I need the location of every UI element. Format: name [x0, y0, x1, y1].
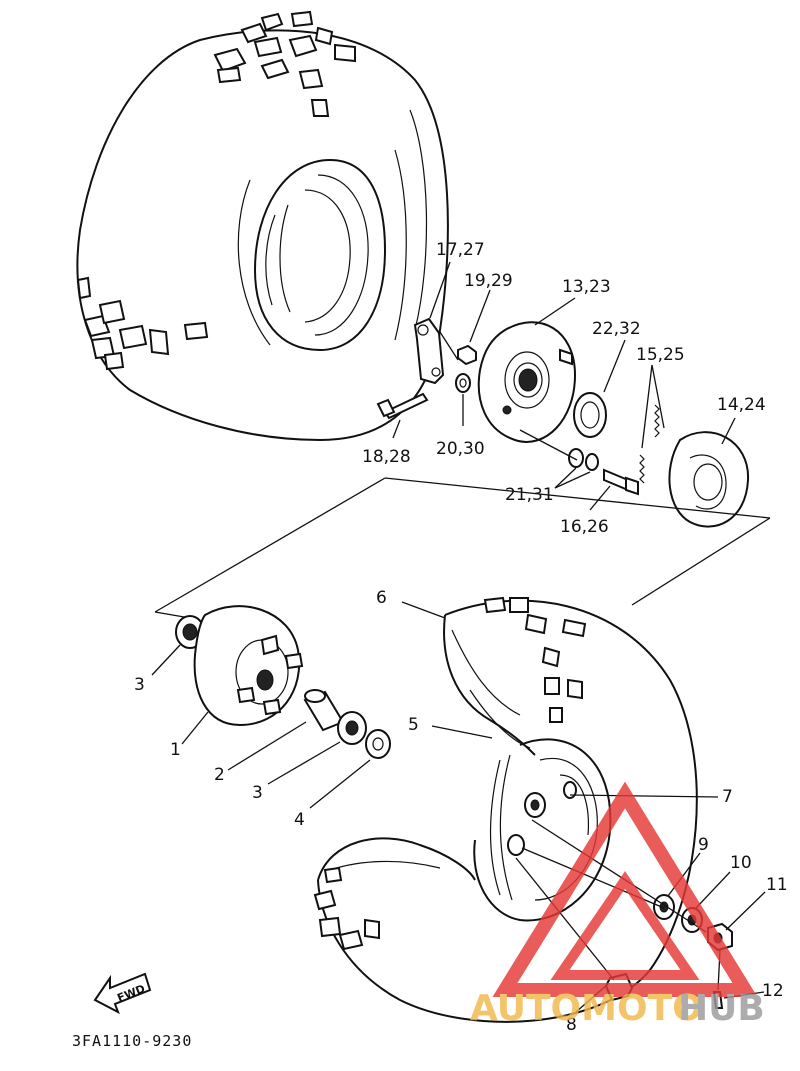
callout-6: 6 [376, 588, 387, 608]
tread-lugs-left [76, 276, 209, 371]
bearing-right [337, 711, 367, 745]
brake-bolt [376, 392, 429, 420]
callout-14-24: 14,24 [717, 395, 766, 415]
tread-lugs-lower [313, 596, 587, 951]
watermark-text-b: HUB [678, 988, 765, 1029]
callout-15-25: 15,25 [636, 345, 685, 365]
callout-21-31: 21,31 [505, 485, 554, 505]
callout-9: 9 [698, 835, 709, 855]
callout-3-upper: 3 [134, 675, 145, 695]
callout-17-27: 17,27 [436, 240, 485, 260]
callout-7: 7 [722, 787, 733, 807]
wheel-hub [193, 605, 304, 727]
brake-panel [477, 321, 577, 443]
fwd-arrow: FWD [93, 972, 152, 1015]
callout-19-29: 19,29 [464, 271, 513, 291]
hub-spacer [303, 689, 345, 732]
callout-10: 10 [730, 853, 752, 873]
callout-2: 2 [214, 765, 225, 785]
brake-shoe [668, 431, 750, 528]
brake-camshaft [603, 468, 639, 496]
callout-labels: 17,27 19,29 13,23 22,32 15,25 14,24 18,2… [134, 240, 788, 1035]
upper-tire [76, 10, 449, 442]
callout-8: 8 [566, 1015, 577, 1035]
watermark-triangle-logo [492, 781, 758, 997]
return-springs [639, 404, 660, 484]
oil-seal [573, 392, 607, 438]
callout-4: 4 [294, 810, 305, 830]
small-washers [568, 448, 599, 471]
lower-tire [313, 596, 698, 1023]
tread-lugs-top [213, 10, 356, 117]
callout-13-23: 13,23 [562, 277, 611, 297]
brake-nut [457, 344, 477, 366]
hub-seal [365, 729, 391, 759]
callout-11: 11 [766, 875, 788, 895]
callout-3-lower: 3 [252, 783, 263, 803]
callout-22-32: 22,32 [592, 319, 641, 339]
callout-16-26: 16,26 [560, 517, 609, 537]
diagram-code: 3FA1110-9230 [72, 1032, 192, 1050]
washer-9 [653, 894, 675, 920]
watermark-text-a: AUTOMOTO [470, 988, 703, 1029]
callout-20-30: 20,30 [436, 439, 485, 459]
exploded-boundary [154, 477, 771, 619]
callout-1: 1 [170, 740, 181, 760]
callout-5: 5 [408, 715, 419, 735]
callout-12: 12 [762, 981, 784, 1001]
watermark: AUTOMOTO HUB [470, 781, 765, 1029]
brake-cam-lever [413, 317, 445, 385]
brake-washer [455, 373, 471, 393]
callout-18-28: 18,28 [362, 447, 411, 467]
